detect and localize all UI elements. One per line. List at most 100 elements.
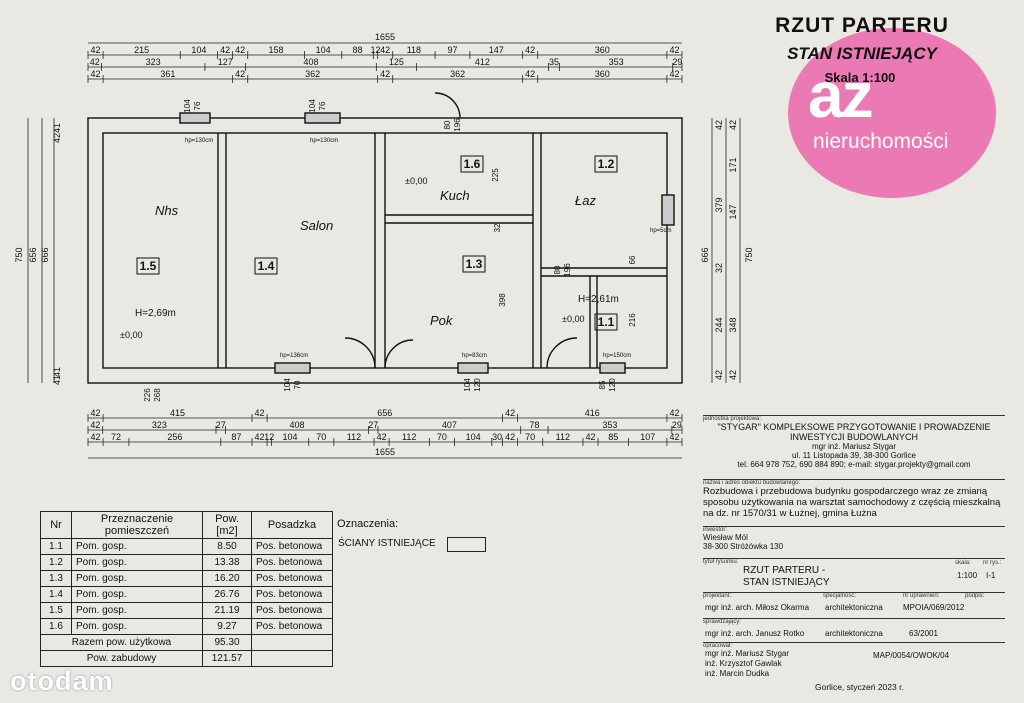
agency-logo-circle xyxy=(788,28,996,198)
room-height: H=2,61m xyxy=(578,294,619,305)
dim-bottom-1-label: 42 xyxy=(669,408,679,418)
dim-inner-label: 226 xyxy=(143,388,152,402)
room-tag-1.2: 1.2 xyxy=(598,157,615,171)
dim-left-label: 666 xyxy=(40,247,50,262)
dim-right-label: 147 xyxy=(728,204,738,219)
drawing-scale: Skala 1:100 xyxy=(824,70,896,85)
dim-bottom-3-label: 72 xyxy=(111,432,121,442)
dim-inner-label: 70 xyxy=(293,380,302,389)
dim-top-3-label: 362 xyxy=(305,69,320,79)
room-tag-box xyxy=(254,257,278,275)
room-area: 16.20 xyxy=(202,570,252,587)
dim-top-1-label: 147 xyxy=(489,45,504,55)
dim-bottom-2-label: 353 xyxy=(602,420,617,430)
window-height-label: hp=5cm xyxy=(650,228,672,234)
outer-wall xyxy=(87,117,683,384)
dim-inner-label: 120 xyxy=(473,378,482,392)
room-nr: 1.6 xyxy=(40,618,72,635)
dim-top-3-label: 362 xyxy=(450,69,465,79)
room-tag-box xyxy=(594,313,618,331)
dim-top-2-label: 127 xyxy=(218,57,233,67)
room-area: 13.38 xyxy=(202,554,252,571)
window-mark xyxy=(457,362,489,374)
dim-inner-label: 76 xyxy=(193,101,202,110)
dim-inner-label: 104 xyxy=(308,99,317,113)
room-tag-box xyxy=(462,255,486,273)
dim-bottom-1-label: 656 xyxy=(377,408,392,418)
window-height-label: hp=130cm xyxy=(185,138,213,144)
window-height-label: hp=130cm xyxy=(310,138,338,144)
dim-right-label: 244 xyxy=(714,317,724,332)
dim-bottom-2-label: 42 xyxy=(90,420,100,430)
room-purpose: Pom. gosp. xyxy=(71,538,203,555)
window-mark xyxy=(304,112,341,124)
room-level: ±0,00 xyxy=(405,176,427,186)
dim-top-1-label: 42 xyxy=(235,45,245,55)
dim-top-3-label: 361 xyxy=(160,69,175,79)
dim-inner-label: 196 xyxy=(453,118,462,132)
room-tag-1.5: 1.5 xyxy=(140,259,157,273)
dim-top-3-label: 42 xyxy=(525,69,535,79)
titleblock-place-date: Gorlice, styczeń 2023 r. xyxy=(815,682,904,692)
room-nr: 1.1 xyxy=(40,538,72,555)
dim-right-label: 32 xyxy=(714,263,724,273)
dim-top-1-label: 104 xyxy=(316,45,331,55)
dim-inner-label: 80 xyxy=(553,265,562,274)
room-note: Nhs xyxy=(155,203,179,218)
room-nr: 1.2 xyxy=(40,554,72,571)
dim-bottom-1-label: 42 xyxy=(91,408,101,418)
dim-top-1-label: 12 xyxy=(370,45,380,55)
titleblock-checker: sprawdzający: mgr inż. arch. Janusz Rotk… xyxy=(703,618,1005,641)
dim-right-label: 42 xyxy=(714,370,724,380)
room-level: ±0,00 xyxy=(562,314,584,324)
dim-bottom-3-label: 42 xyxy=(585,432,595,442)
window-mark xyxy=(661,194,675,226)
room-note: Łaz xyxy=(575,193,596,208)
total-usable-label: Razem pow. użytkowa xyxy=(40,634,203,651)
room-tag-1.3: 1.3 xyxy=(466,257,483,271)
dim-top-3-label: 42 xyxy=(91,69,101,79)
dim-bottom-2-label: 323 xyxy=(152,420,167,430)
dim-top-3-label: 360 xyxy=(595,69,610,79)
room-note: Salon xyxy=(300,218,333,233)
agency-logo-mark: az xyxy=(808,59,874,131)
col-header-floor: Posadzka xyxy=(251,511,333,539)
room-purpose: Pom. gosp. xyxy=(71,554,203,571)
room-tag-1.4: 1.4 xyxy=(258,259,275,273)
dim-left-label: 656 xyxy=(28,247,38,262)
room-note: Pok xyxy=(430,313,454,328)
dim-left-label: 750 xyxy=(14,247,24,262)
legend-title: Oznaczenia: xyxy=(337,518,399,530)
dim-inner-label: 80 xyxy=(443,120,452,129)
dim-top-2-label: 323 xyxy=(146,57,161,67)
dim-right-label: 42 xyxy=(714,120,724,130)
dim-top-2-label: 408 xyxy=(303,57,318,67)
room-tag-1.6: 1.6 xyxy=(464,157,481,171)
dim-top-1-label: 42 xyxy=(669,45,679,55)
dim-top-1-label: 97 xyxy=(447,45,457,55)
dim-inner-label: 32 xyxy=(493,223,502,232)
window-mark xyxy=(274,362,311,374)
dim-top-1-label: 42 xyxy=(380,45,390,55)
dim-top-2-label: 29 xyxy=(672,57,682,67)
room-purpose: Pom. gosp. xyxy=(71,602,203,619)
window-mark xyxy=(179,112,211,124)
dim-top-1-label: 360 xyxy=(595,45,610,55)
dim-bottom-1-label: 415 xyxy=(170,408,185,418)
dim-bottom-3-label: 70 xyxy=(316,432,326,442)
dim-inner-label: 76 xyxy=(318,101,327,110)
dim-bottom-3-label: 30 xyxy=(492,432,502,442)
room-area: 8.50 xyxy=(202,538,252,555)
dim-bottom-3-label: 104 xyxy=(283,432,298,442)
room-floor: Pos. betonowa xyxy=(251,602,333,619)
titleblock-object: nazwa i adres obiektu budowlanego: Rozbu… xyxy=(703,479,1005,524)
dim-bottom-2-label: 78 xyxy=(529,420,539,430)
dim-top-2-label: 412 xyxy=(475,57,490,67)
dim-bottom-3-label: 42 xyxy=(505,432,515,442)
